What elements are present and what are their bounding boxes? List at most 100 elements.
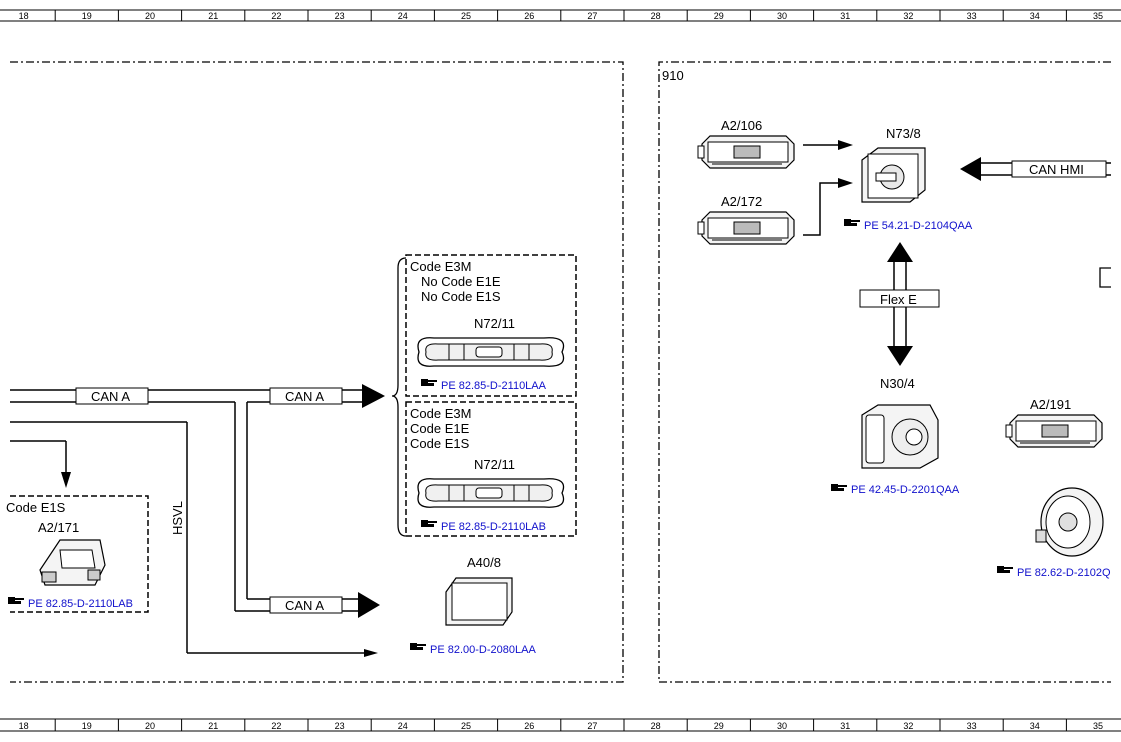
ruler-number: 28 [651, 11, 661, 21]
bottom-ruler: 18 19 20 21 22 23 24 25 26 27 28 29 30 31 32 33 34 35 [0, 718, 1121, 732]
code-box-top [405, 254, 577, 397]
ruler-number: 32 [903, 11, 913, 21]
n72-11-bottom-label: N72/11 [474, 457, 515, 472]
ruler-number: 23 [335, 11, 345, 21]
code-top-2: No Code E1E [421, 274, 501, 289]
area-label: 910 [662, 68, 684, 83]
code-bottom-2: Code E1E [410, 421, 470, 436]
ruler-number: 33 [967, 721, 977, 731]
pointing-hand-icon [421, 520, 437, 527]
can-a-arrow-top [362, 384, 385, 408]
can-hmi-label: CAN HMI [1029, 162, 1084, 177]
ruler-number: 21 [208, 721, 218, 731]
ruler-number: 31 [840, 11, 850, 21]
speaker-component [1035, 487, 1104, 557]
can-a-arrow-bottom [358, 592, 380, 618]
a2-172-line [803, 182, 838, 236]
n73-8-label: N73/8 [886, 126, 921, 141]
ruler-number: 27 [587, 11, 597, 21]
ruler-number: 20 [145, 11, 155, 21]
left-section-border [10, 61, 624, 683]
pointing-hand-icon [421, 379, 437, 386]
ruler-number: 25 [461, 721, 471, 731]
code-bottom-1: Code E3M [410, 406, 471, 421]
a40-8-label: A40/8 [467, 555, 501, 570]
flex-e-arrow-down [887, 346, 913, 366]
a2-191-component [1005, 414, 1103, 448]
ruler-number: 30 [777, 721, 787, 731]
code-box-bottom [405, 401, 577, 537]
ruler-number: 27 [587, 721, 597, 731]
ruler-number: 22 [271, 11, 281, 21]
n30-4-label: N30/4 [880, 376, 915, 391]
pointing-hand-icon [831, 484, 847, 491]
can-a-label-2: CAN A [285, 389, 324, 404]
ruler-number: 18 [19, 11, 29, 21]
ref-n73-8[interactable]: PE 54.21-D-2104QAA [864, 220, 973, 232]
pointing-hand-icon [8, 597, 24, 604]
arrow-to-a2-171 [61, 472, 71, 488]
ruler-number: 21 [208, 11, 218, 21]
can-hmi-arrow [960, 157, 981, 181]
ruler-number: 26 [524, 721, 534, 731]
ruler-number: 34 [1030, 11, 1040, 21]
code-brace [391, 257, 407, 537]
can-a-label-3: CAN A [285, 598, 324, 613]
n72-11-top-panel [417, 337, 565, 367]
code-bottom-3: Code E1S [410, 436, 470, 451]
can-a-label-1: CAN A [91, 389, 130, 404]
ruler-number: 22 [271, 721, 281, 731]
ruler-number: 29 [714, 11, 724, 21]
a2-106-component [697, 135, 795, 169]
code-box-left [10, 495, 149, 613]
ruler-number: 26 [524, 11, 534, 21]
hsvl-arrow [364, 649, 378, 657]
n30-4-component [861, 404, 939, 469]
right-section-border [658, 61, 1111, 683]
ruler-number: 33 [967, 11, 977, 21]
ruler-number: 23 [335, 721, 345, 731]
ref-n72-11-top[interactable]: PE 82.85-D-2110LAA [441, 380, 547, 392]
a2-171-label: A2/171 [38, 520, 79, 535]
n72-11-top-label: N72/11 [474, 316, 515, 331]
a2-171-component [39, 539, 106, 586]
code-left-1: Code E1S [6, 500, 66, 515]
ruler-number: 25 [461, 11, 471, 21]
ruler-number: 19 [82, 11, 92, 21]
ref-n30-4[interactable]: PE 42.45-D-2201QAA [851, 484, 960, 496]
pointing-hand-icon [997, 566, 1013, 573]
ruler-number: 28 [651, 721, 661, 731]
ref-a2-171[interactable]: PE 82.85-D-2110LAB [28, 598, 133, 610]
ruler-number: 19 [82, 721, 92, 731]
flex-e-label: Flex E [880, 292, 917, 307]
a2-106-arrow [838, 140, 853, 150]
ref-n72-11-bottom[interactable]: PE 82.85-D-2110LAB [441, 521, 546, 533]
a2-172-arrow [838, 178, 853, 188]
ref-speaker[interactable]: PE 82.62-D-2102Q [1017, 567, 1111, 579]
ruler-number: 32 [903, 721, 913, 731]
hsvl-label: HSVL [170, 501, 185, 535]
a40-8-display [445, 577, 513, 626]
ruler-number: 24 [398, 721, 408, 731]
ruler-number: 24 [398, 11, 408, 21]
offpage-component-edge [1099, 267, 1111, 288]
a2-191-label: A2/191 [1030, 397, 1071, 412]
pointing-hand-icon [844, 219, 860, 226]
top-ruler: 18 19 20 21 22 23 24 25 26 27 28 29 30 31 32 33 34 35 [0, 9, 1121, 22]
ruler-number: 29 [714, 721, 724, 731]
a2-172-label: A2/172 [721, 194, 762, 209]
ruler-number: 20 [145, 721, 155, 731]
flex-e-arrow-up [887, 242, 913, 262]
ruler-number: 35 [1093, 721, 1103, 731]
ref-a40-8[interactable]: PE 82.00-D-2080LAA [430, 644, 536, 656]
ruler-number: 31 [840, 721, 850, 731]
ruler-number: 30 [777, 11, 787, 21]
ruler-number: 35 [1093, 11, 1103, 21]
ruler-number: 34 [1030, 721, 1040, 731]
a2-172-component [697, 211, 795, 245]
code-top-1: Code E3M [410, 259, 471, 274]
ruler-number: 18 [19, 721, 29, 731]
n72-11-bottom-panel [417, 478, 565, 508]
a2-106-label: A2/106 [721, 118, 762, 133]
